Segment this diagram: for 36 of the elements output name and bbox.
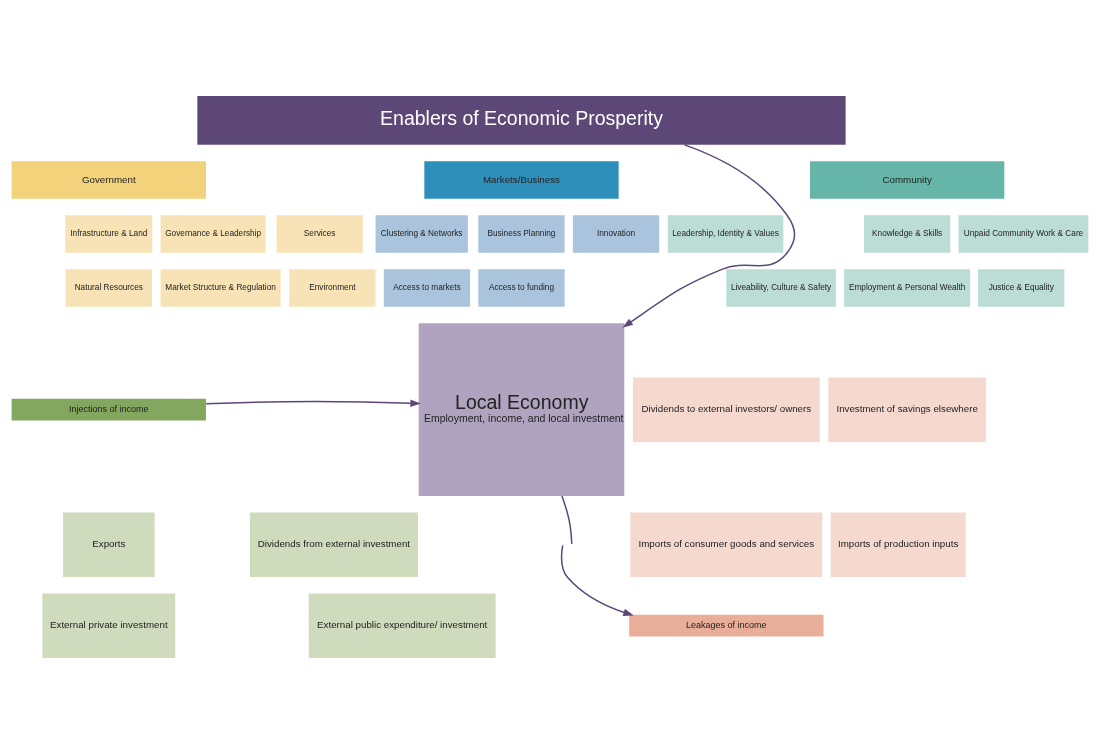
arrow <box>560 544 634 616</box>
node-box: Leakages of income <box>629 614 824 637</box>
node-box: Clustering & Networks <box>375 214 468 253</box>
node-box: Knowledge & Skills <box>864 214 951 253</box>
node-box: External public expenditure/ investment <box>308 592 496 658</box>
node-box: Liveability, Culture & Safety <box>726 268 836 307</box>
node-box: Access to funding <box>478 268 565 307</box>
node-box: Community <box>810 160 1005 199</box>
node-box: External private investment <box>42 592 176 658</box>
arrow <box>622 143 796 328</box>
node-box: Leadership, Identity & Values <box>667 214 784 253</box>
node-box: Unpaid Community Work & Care <box>958 214 1089 253</box>
node-box: Environment <box>289 268 376 307</box>
node-box: Government <box>11 160 206 199</box>
node-box: Innovation <box>572 214 660 253</box>
node-box: Governance & Leadership <box>160 214 266 253</box>
arrow <box>205 399 421 407</box>
node-box: Imports of consumer goods and services <box>630 511 823 577</box>
node-box: Justice & Equality <box>978 268 1065 307</box>
node-box: Injections of income <box>11 398 206 420</box>
node-box: Exports <box>63 511 155 577</box>
node-box: Business Planning <box>478 214 565 253</box>
node-box: Market Structure & Regulation <box>160 268 281 307</box>
node-box: Employment & Personal Wealth <box>844 268 971 307</box>
node-box: Markets/Business <box>424 160 619 199</box>
node-box: Dividends from external investment <box>249 511 418 577</box>
node-box: Imports of production inputs <box>830 511 966 577</box>
node-box: Dividends to external investors/ owners <box>632 376 820 442</box>
node-box: Services <box>276 214 363 253</box>
connector <box>561 494 573 545</box>
node-box: Access to markets <box>383 268 471 307</box>
node-box: Enablers of Economic Prosperity <box>197 95 846 145</box>
node-box: Local Economy Employment, income, and local investment <box>418 322 625 496</box>
node-box: Infrastructure & Land <box>65 214 153 253</box>
node-box: Investment of savings elsewhere <box>828 376 986 442</box>
node-box: Natural Resources <box>65 268 152 307</box>
